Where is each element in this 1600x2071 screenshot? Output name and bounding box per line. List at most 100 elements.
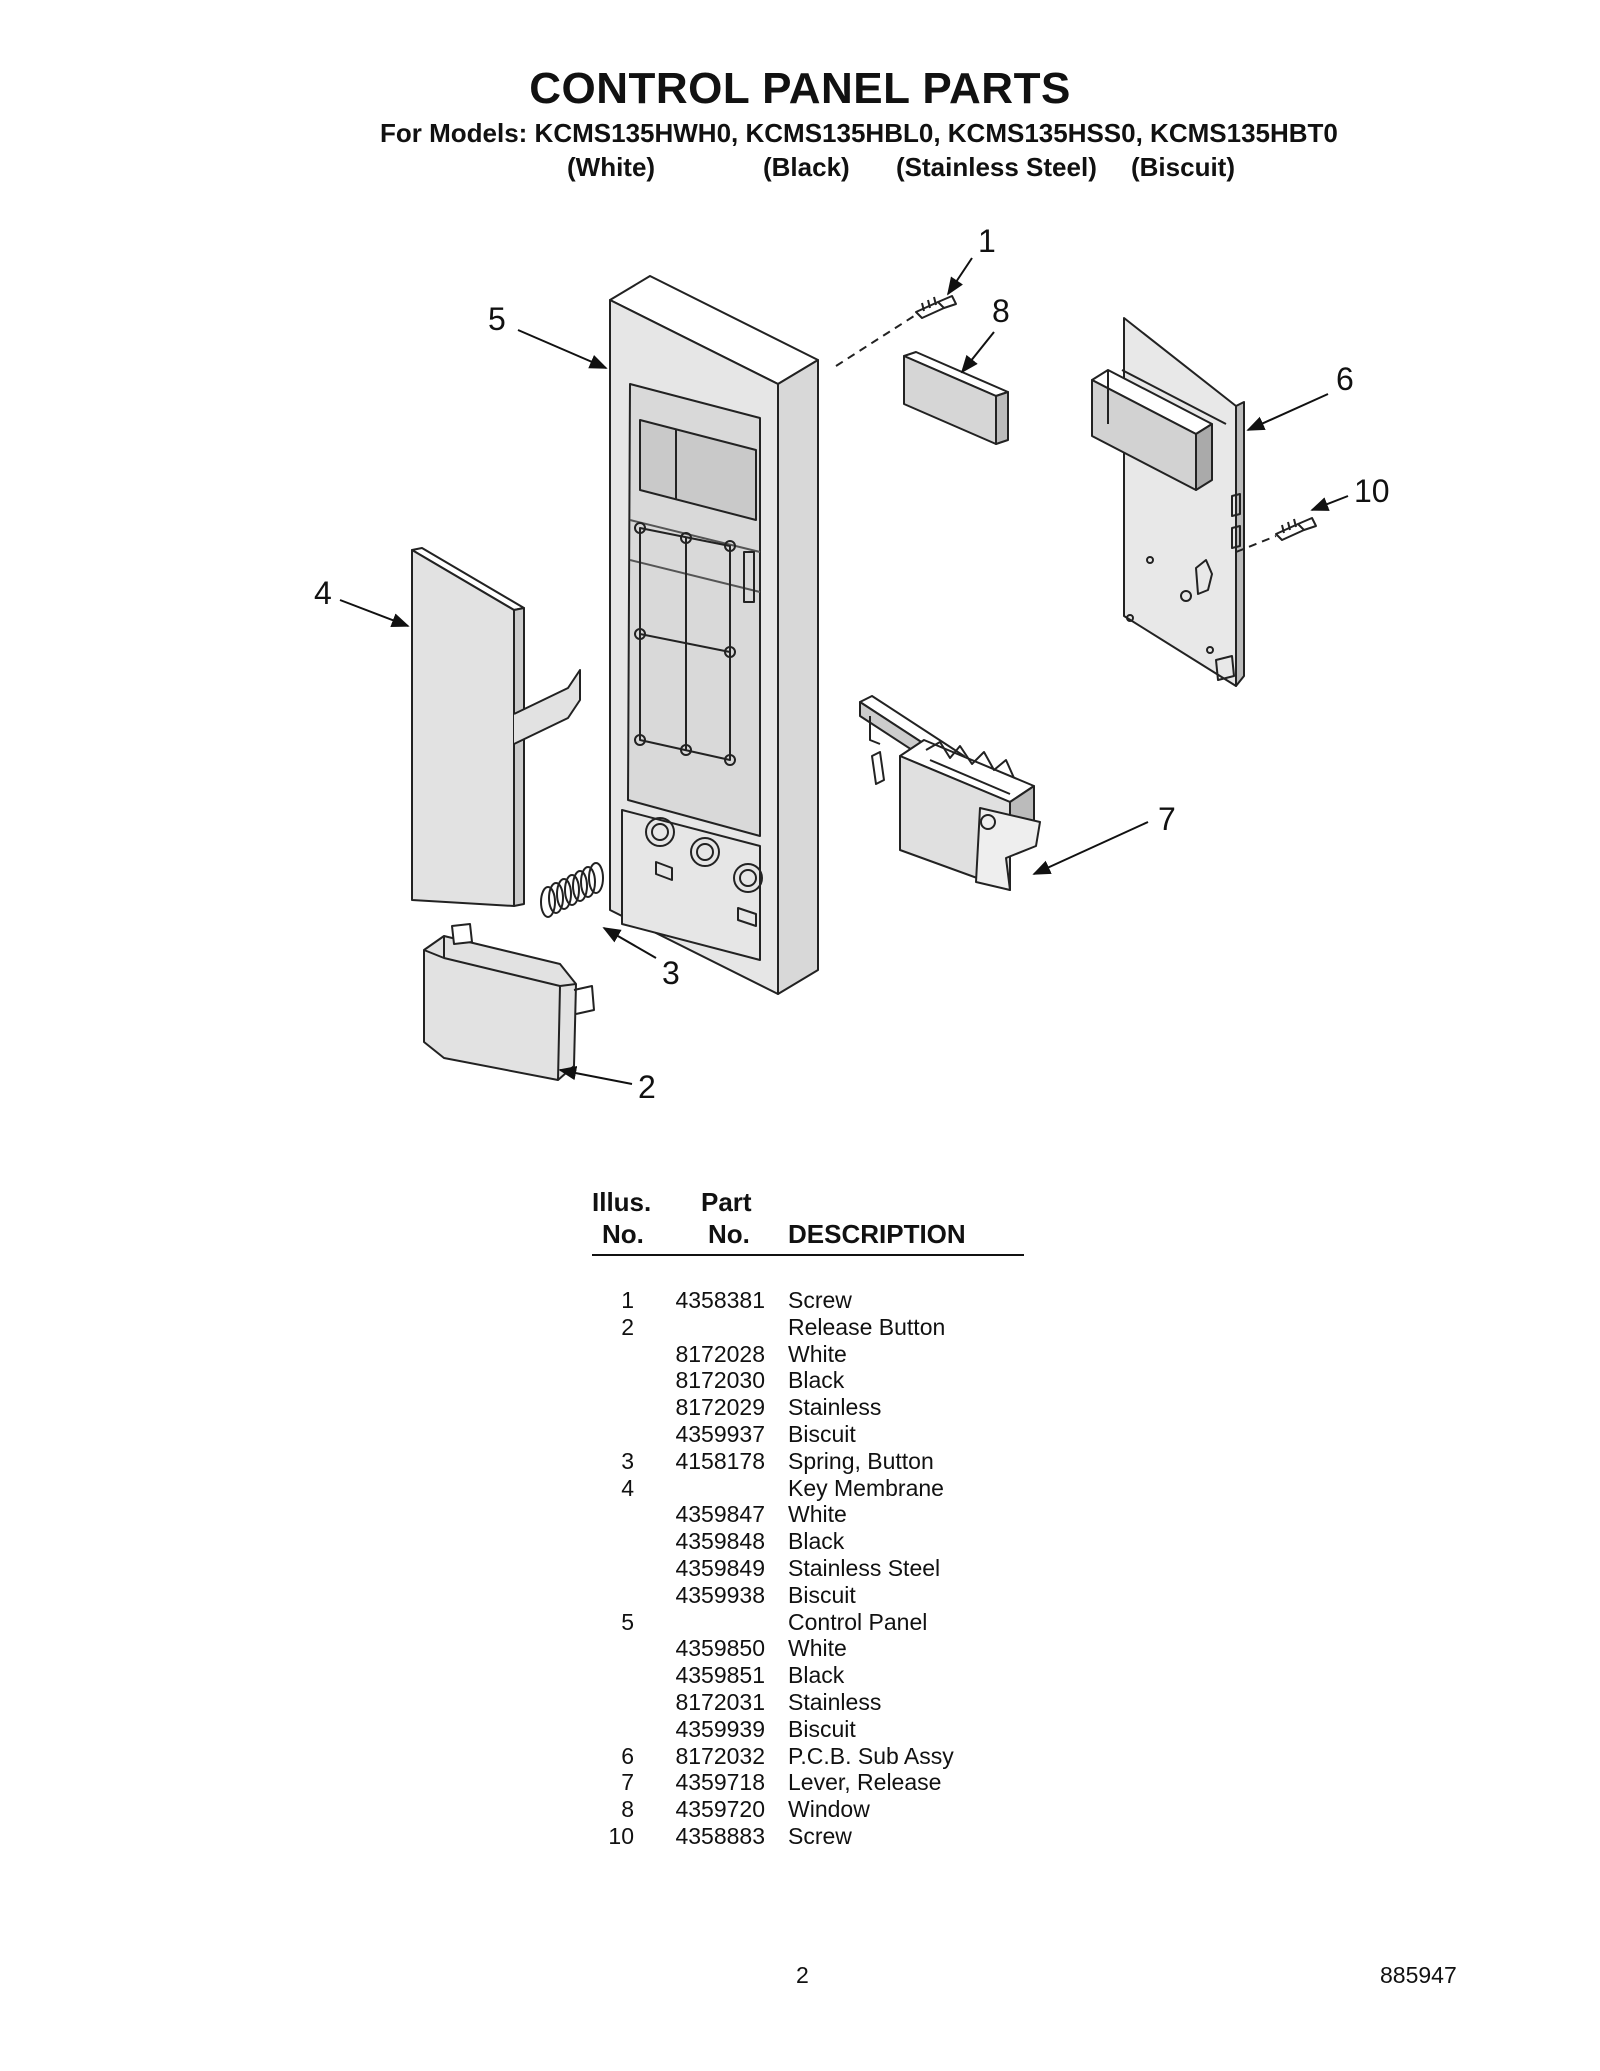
table-row: 4359847 White — [592, 1501, 1092, 1528]
table-row: 8172030 Black — [592, 1367, 1092, 1394]
part-description: Control Panel — [788, 1608, 928, 1635]
document-number: 885947 — [1380, 1962, 1457, 1988]
illus-number: 10 — [608, 1822, 634, 1849]
table-row: 4359849 Stainless Steel — [592, 1555, 1092, 1582]
spring-part — [540, 862, 604, 918]
table-row: 8172029 Stainless — [592, 1394, 1092, 1421]
part-number: 4358381 — [675, 1287, 765, 1313]
callout-10: 10 — [1354, 473, 1390, 509]
part-number: 4359847 — [675, 1501, 765, 1528]
table-row: 5 Control Panel — [592, 1609, 1092, 1636]
key-membrane-part — [411, 547, 581, 907]
part-description: White — [788, 1340, 847, 1367]
part-number: 4359850 — [675, 1635, 765, 1662]
table-row: 2 Release Button — [592, 1314, 1092, 1341]
part-number: 8172030 — [675, 1367, 765, 1394]
models-line: For Models: KCMS135HWH0, KCMS135HBL0, KC… — [380, 118, 1338, 148]
callout-8: 8 — [992, 293, 1010, 329]
callout-4: 4 — [314, 575, 332, 611]
table-header-rule — [592, 1254, 1024, 1256]
screw-10-part — [1275, 517, 1317, 541]
callout-1: 1 — [978, 223, 996, 259]
part-description: Spring, Button — [788, 1447, 934, 1474]
part-number: 4359718 — [675, 1769, 765, 1796]
part-number: 4359848 — [675, 1528, 765, 1555]
pcb-part — [1091, 317, 1245, 687]
part-description: Screw — [788, 1822, 852, 1849]
illus-header-bottom: No. — [602, 1219, 644, 1249]
part-number: 8172029 — [675, 1394, 765, 1421]
exploded-parts-diagram: 1 2 3 4 5 6 7 8 10 — [314, 223, 1390, 1105]
table-row: 6 8172032 P.C.B. Sub Assy — [592, 1743, 1092, 1770]
color-label-biscuit: (Biscuit) — [1131, 152, 1235, 182]
illus-number: 6 — [621, 1742, 634, 1769]
screw-1-part — [915, 295, 957, 319]
illus-number: 7 — [621, 1769, 634, 1796]
illus-number: 8 — [621, 1796, 634, 1823]
part-description: Biscuit — [788, 1715, 856, 1742]
table-row: 7 4359718 Lever, Release — [592, 1769, 1092, 1796]
page-title: CONTROL PANEL PARTS — [529, 64, 1071, 113]
table-row: 1 4358381 Screw — [592, 1287, 1092, 1314]
table-row: 10 4358883 Screw — [592, 1823, 1092, 1850]
part-number: 4359849 — [675, 1554, 765, 1581]
callout-7: 7 — [1158, 801, 1176, 837]
part-number: 8172032 — [675, 1742, 765, 1769]
part-description: White — [788, 1501, 847, 1528]
table-row: 4359848 Black — [592, 1528, 1092, 1555]
part-description: Black — [788, 1528, 845, 1555]
callout-6: 6 — [1336, 361, 1354, 397]
release-button-part — [423, 923, 595, 1081]
illus-number: 1 — [621, 1287, 634, 1313]
table-row: 8172028 White — [592, 1341, 1092, 1368]
part-description: Biscuit — [788, 1420, 856, 1447]
illus-number: 2 — [621, 1313, 634, 1340]
part-description: Black — [788, 1367, 845, 1394]
release-lever-part — [859, 695, 1041, 891]
part-number: 4158178 — [675, 1447, 765, 1474]
part-header-top: Part — [701, 1187, 752, 1217]
table-row: 4359851 Black — [592, 1662, 1092, 1689]
part-description: Screw — [788, 1287, 852, 1313]
table-row: 8172031 Stainless — [592, 1689, 1092, 1716]
color-label-white: (White) — [567, 152, 656, 182]
part-description: White — [788, 1635, 847, 1662]
part-description: Key Membrane — [788, 1474, 944, 1501]
part-number: 4359720 — [675, 1796, 765, 1823]
part-number: 4359938 — [675, 1581, 765, 1608]
callout-5: 5 — [488, 301, 506, 337]
part-description: Lever, Release — [788, 1769, 942, 1796]
illus-header-top: Illus. — [592, 1187, 652, 1217]
table-row: 4359939 Biscuit — [592, 1716, 1092, 1743]
illus-number: 5 — [621, 1608, 634, 1635]
table-row: 4359938 Biscuit — [592, 1582, 1092, 1609]
table-row: 4359850 White — [592, 1635, 1092, 1662]
page-number: 2 — [796, 1962, 809, 1988]
table-row: 4359937 Biscuit — [592, 1421, 1092, 1448]
part-description: Black — [788, 1662, 845, 1689]
part-number: 4359937 — [675, 1420, 765, 1447]
part-number: 4359851 — [675, 1662, 765, 1689]
callout-2: 2 — [638, 1069, 656, 1105]
part-description: Stainless — [788, 1394, 882, 1421]
part-number: 4358883 — [675, 1822, 765, 1849]
table-row: 4 Key Membrane — [592, 1475, 1092, 1502]
description-header: DESCRIPTION — [788, 1219, 966, 1249]
part-number: 8172031 — [675, 1688, 765, 1715]
part-description: Stainless — [788, 1688, 882, 1715]
control-panel-part — [609, 275, 819, 995]
illus-number: 3 — [621, 1447, 634, 1474]
part-number: 8172028 — [675, 1340, 765, 1367]
illus-number: 4 — [621, 1474, 634, 1501]
part-description: Stainless Steel — [788, 1554, 941, 1581]
part-description: P.C.B. Sub Assy — [788, 1742, 954, 1769]
table-row: 3 4158178 Spring, Button — [592, 1448, 1092, 1475]
part-number: 4359939 — [675, 1715, 765, 1742]
color-label-stainless: (Stainless Steel) — [896, 152, 1097, 182]
color-label-black: (Black) — [763, 152, 850, 182]
part-description: Release Button — [788, 1313, 946, 1340]
part-description: Biscuit — [788, 1581, 856, 1608]
part-header-bottom: No. — [708, 1219, 750, 1249]
